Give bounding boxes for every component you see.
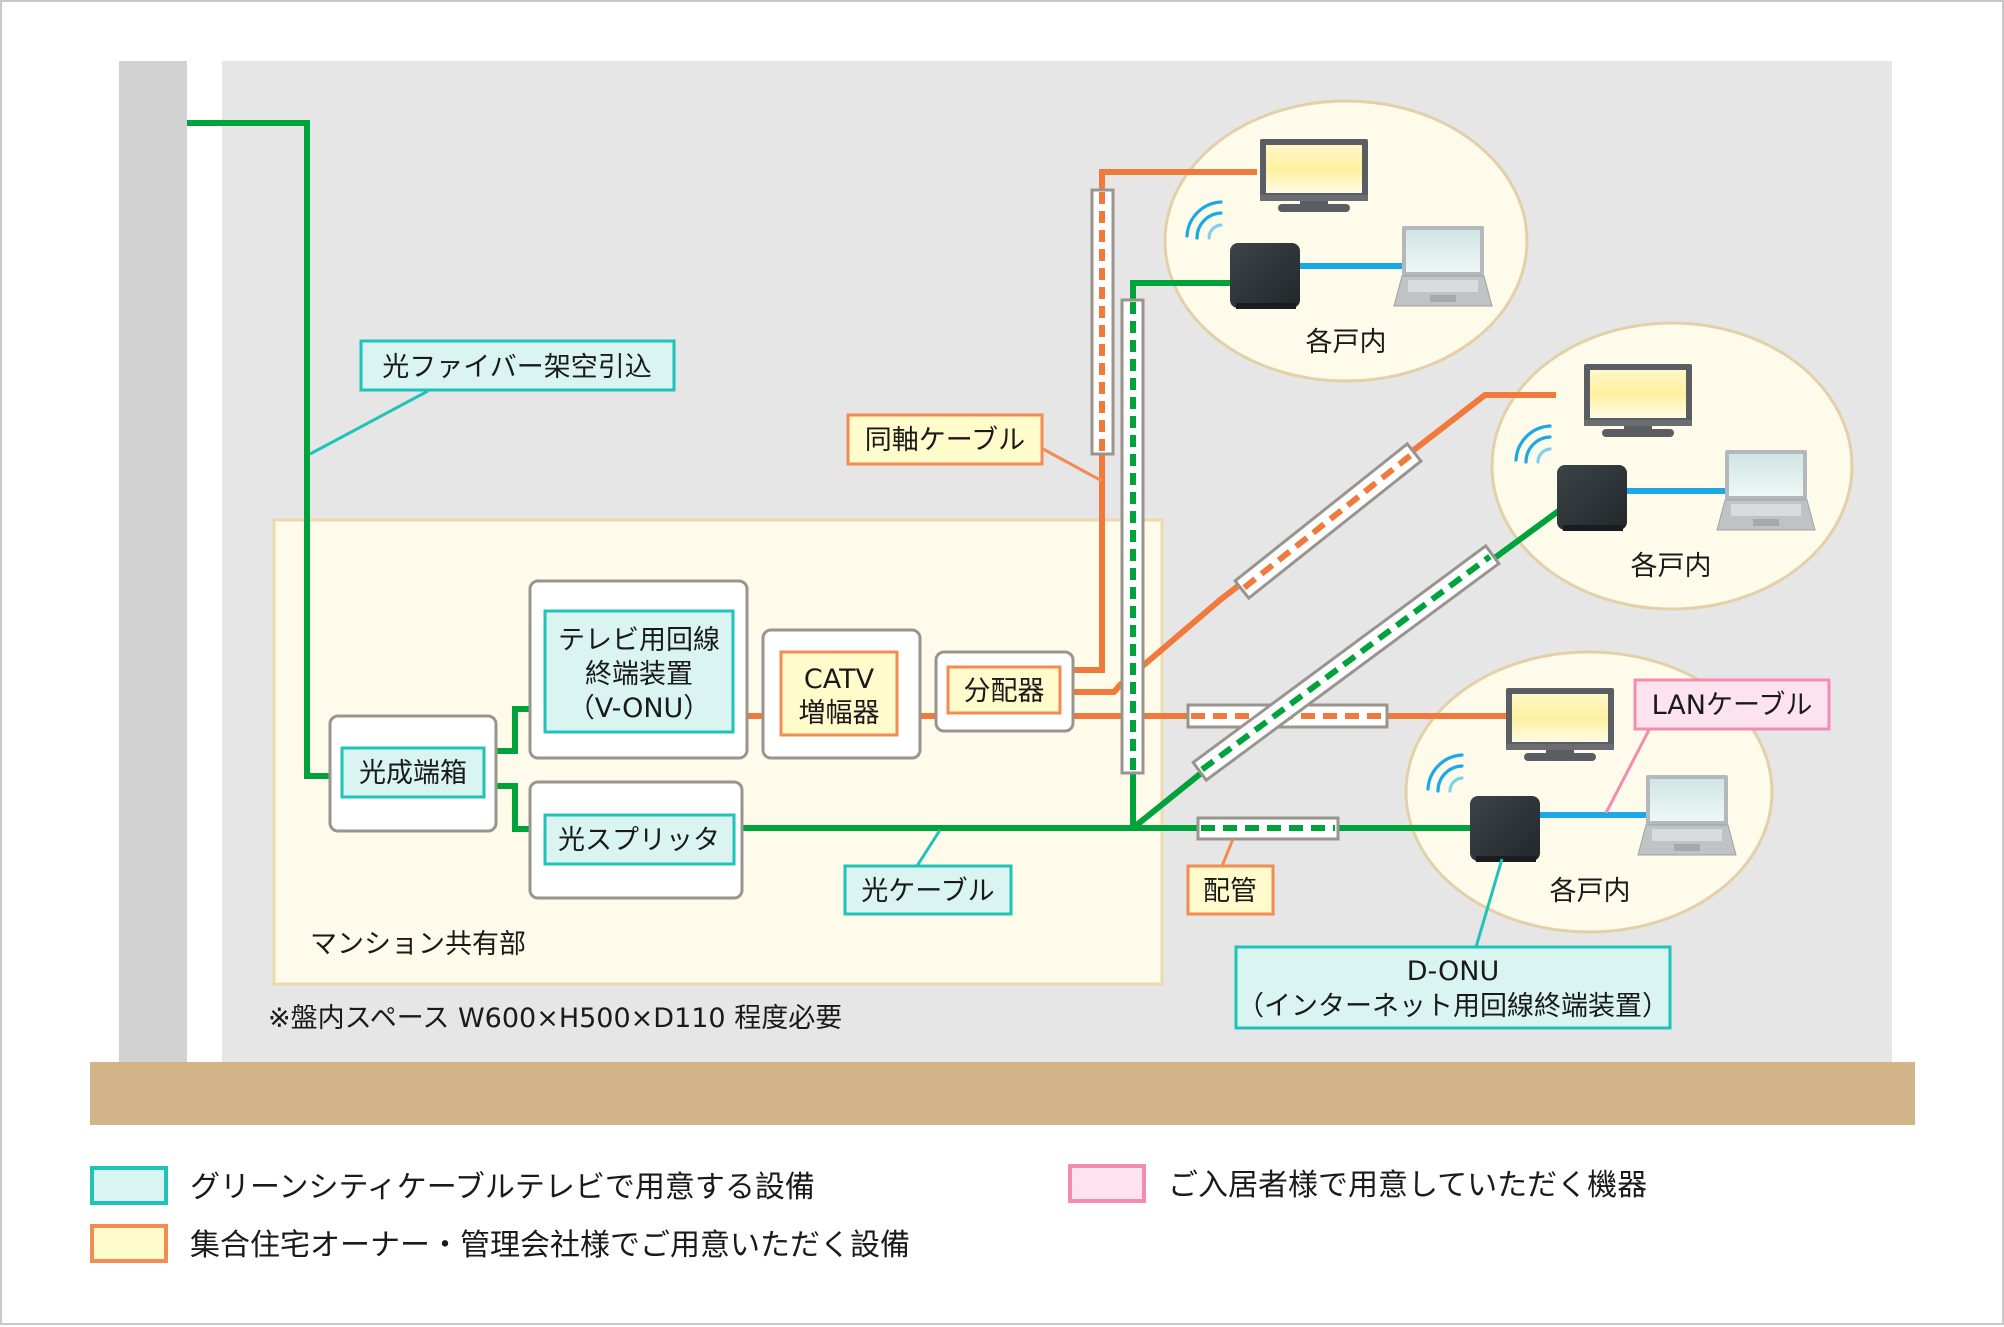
conduit-leader bbox=[1220, 838, 1235, 867]
d-onu-leader bbox=[1474, 858, 1504, 948]
household-1-label: 各戸内 bbox=[1306, 327, 1387, 358]
coax-to-household-2 bbox=[1073, 392, 1556, 695]
fiber-to-splitter bbox=[496, 783, 530, 832]
termination-box[interactable]: 光成端箱 bbox=[328, 714, 498, 833]
conduit-fiber-vertical bbox=[1120, 298, 1145, 775]
catv-label-line1: CATV bbox=[804, 664, 875, 695]
optical-cable-leader bbox=[915, 829, 942, 867]
d-onu-router-icon bbox=[1470, 796, 1540, 862]
household-3-label: 各戸内 bbox=[1550, 876, 1631, 907]
distributor-label: 分配器 bbox=[964, 676, 1045, 707]
legend-item-owner: 集合住宅オーナー・管理会社様でご用意いただく設備 bbox=[90, 1224, 910, 1263]
common-area-label: マンション共有部 bbox=[310, 929, 526, 960]
optical-cable-callout bbox=[843, 864, 1013, 916]
household-room-2 bbox=[1490, 321, 1854, 611]
d-onu-label-line1: D-ONU bbox=[1407, 956, 1500, 987]
d-onu-label-line2: （インターネット用回線終端装置） bbox=[1237, 991, 1669, 1022]
d-onu-router-icon bbox=[1230, 243, 1300, 309]
legend: グリーンシティケーブルテレビで用意する設備 集合住宅オーナー・管理会社様でご用意… bbox=[90, 1164, 1647, 1263]
lan-cable-callout bbox=[1633, 678, 1831, 731]
conduit-coax-diagonal bbox=[1232, 441, 1424, 601]
legend-swatch-owner bbox=[90, 1224, 168, 1263]
d-onu-router-icon bbox=[1557, 465, 1627, 531]
legend-label-resident: ご入居者様で用意していただく機器 bbox=[1168, 1168, 1647, 1203]
fiber-to-v-onu bbox=[496, 706, 530, 754]
aerial-fiber-callout bbox=[359, 339, 676, 392]
exterior-wall bbox=[119, 61, 187, 1062]
aerial-fiber-leader bbox=[309, 389, 429, 456]
floor bbox=[90, 1062, 1915, 1125]
v-onu-label-line1: テレビ用回線 bbox=[558, 625, 720, 656]
conduit-fiber-horizontal bbox=[1196, 816, 1340, 841]
household-2: 各戸内 bbox=[1514, 364, 1816, 582]
conduit-fiber-diagonal bbox=[1191, 543, 1501, 783]
coax-cable-callout bbox=[846, 413, 1044, 466]
laptop-icon bbox=[1393, 225, 1493, 307]
household-2-label: 各戸内 bbox=[1631, 551, 1712, 582]
laptop-icon bbox=[1637, 774, 1737, 856]
v-onu-label-line2: 終端装置 bbox=[585, 659, 693, 690]
legend-label-owner: 集合住宅オーナー・管理会社様でご用意いただく設備 bbox=[190, 1228, 910, 1263]
termination-box-label: 光成端箱 bbox=[359, 758, 467, 789]
optical-splitter-box[interactable]: 光スプリッタ bbox=[528, 780, 744, 900]
coax-cable-leader bbox=[1042, 447, 1103, 483]
v-onu-label-line3: （V-ONU） bbox=[568, 693, 711, 724]
conduit-callout bbox=[1186, 864, 1275, 916]
lan-cable-leader bbox=[1604, 727, 1652, 814]
conduit-coax-vertical bbox=[1090, 188, 1115, 456]
legend-item-resident: ご入居者様で用意していただく機器 bbox=[1068, 1164, 1647, 1203]
catv-label-line2: 増幅器 bbox=[799, 698, 880, 729]
conduit-label: 配管 bbox=[1203, 876, 1257, 907]
splitter-label: 光スプリッタ bbox=[558, 825, 720, 856]
legend-item-provider: グリーンシティケーブルテレビで用意する設備 bbox=[90, 1166, 815, 1205]
legend-swatch-provider bbox=[90, 1166, 168, 1205]
household-3: 各戸内 bbox=[1426, 688, 1737, 907]
d-onu-callout bbox=[1234, 945, 1672, 1030]
coax-cable-label: 同軸ケーブル bbox=[865, 425, 1025, 456]
legend-swatch-resident bbox=[1068, 1164, 1146, 1203]
panel-space-note: ※盤内スペース W600×H500×D110 程度必要 bbox=[268, 1003, 842, 1034]
catv-amplifier-box[interactable]: CATV 増幅器 bbox=[761, 628, 922, 760]
laptop-icon bbox=[1716, 449, 1816, 531]
v-onu-box[interactable]: テレビ用回線 終端装置 （V-ONU） bbox=[528, 579, 749, 760]
lan-cable-label: LANケーブル bbox=[1652, 690, 1813, 721]
aerial-fiber-label: 光ファイバー架空引込 bbox=[382, 352, 651, 383]
optical-cable-label: 光ケーブル bbox=[861, 876, 994, 907]
legend-label-provider: グリーンシティケーブルテレビで用意する設備 bbox=[190, 1170, 815, 1205]
distributor-box[interactable]: 分配器 bbox=[934, 650, 1075, 733]
fiber-entry-line bbox=[187, 120, 330, 779]
household-1: 各戸内 bbox=[1185, 139, 1493, 358]
